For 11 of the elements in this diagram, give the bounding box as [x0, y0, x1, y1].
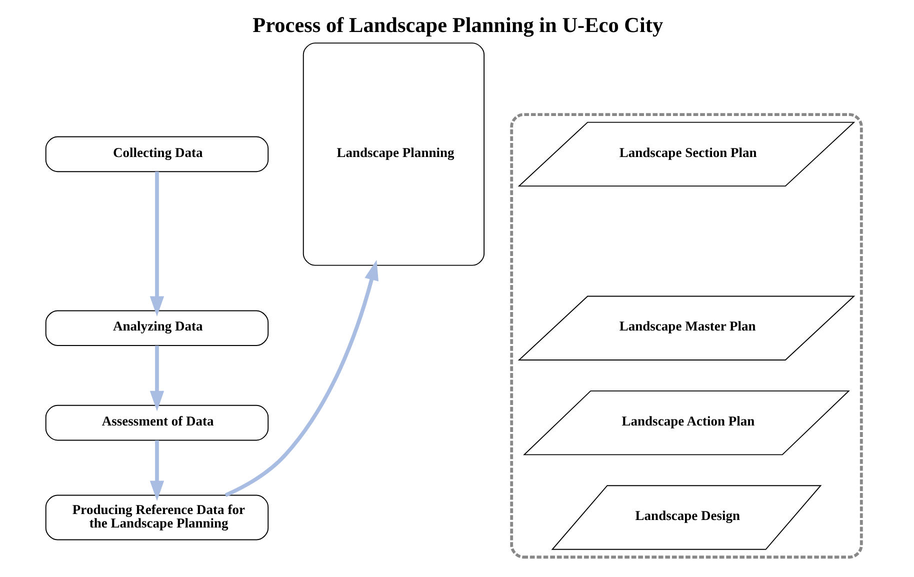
arrow — [149, 346, 164, 412]
cluster — [510, 113, 862, 559]
arrow — [149, 172, 164, 317]
node-box: Collecting Data — [44, 136, 268, 172]
node-box: Producing Reference Data for the Landscape Planning — [44, 494, 268, 540]
node-box: Assessment of Data — [44, 404, 268, 441]
node-box: Analyzing Data — [44, 310, 268, 346]
arrow — [224, 260, 378, 497]
node-box: Landscape Planning — [302, 42, 484, 266]
arrow — [149, 440, 164, 502]
diagram-title: Process of Landscape Planning in U-Eco City — [252, 13, 663, 38]
